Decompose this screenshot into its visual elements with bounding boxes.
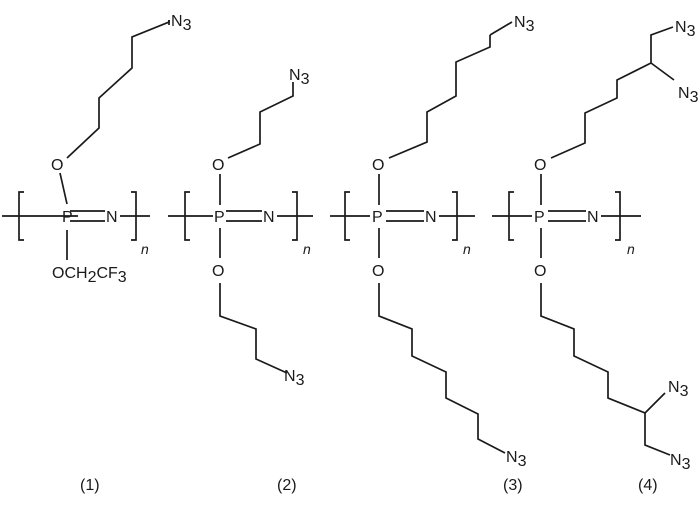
- repeat-bracket-left: [184, 191, 190, 241]
- repeat-bracket-left: [344, 191, 350, 241]
- trifluoroethoxy-group: OCH2CF3: [52, 265, 127, 286]
- compound-3: P N n O N3 O N3: [330, 14, 535, 470]
- azide-group-lower-branch: N3: [668, 379, 689, 400]
- oxygen-atom-lower: O: [212, 263, 224, 280]
- nitrogen-atom: N: [425, 209, 437, 226]
- p-o-bond: [59, 172, 68, 205]
- phosphorus-atom: P: [372, 209, 383, 226]
- hexyl-chain-lower: [378, 283, 506, 454]
- azide-group-lower: N3: [506, 449, 527, 470]
- azide-bond-upper: [489, 21, 513, 36]
- phosphorus-atom: P: [214, 209, 225, 226]
- repeat-bracket-left: [18, 191, 24, 241]
- compound-label-3: (3): [503, 477, 523, 494]
- phosphorus-atom: P: [534, 209, 545, 226]
- diazide-chain-upper: [550, 26, 674, 159]
- nitrogen-atom: N: [587, 209, 599, 226]
- diazide-chain-lower: [540, 283, 671, 456]
- compound-4: P N n O N3 N3 O N3 N3: [492, 19, 699, 473]
- compound-label-4: (4): [638, 477, 658, 494]
- azide-group-upper-branch: N3: [678, 85, 699, 106]
- repeat-bracket-right: [615, 191, 621, 241]
- compound-1: P N n O N3 OCH2CF3: [2, 13, 192, 286]
- repeat-index: n: [303, 241, 311, 257]
- oxygen-atom-upper: O: [372, 157, 384, 174]
- oxygen-atom-upper: O: [212, 157, 224, 174]
- propyl-chain-lower: [219, 283, 288, 374]
- compound-label-1: (1): [80, 477, 100, 494]
- compound-labels: (1) (2) (3) (4): [80, 477, 658, 494]
- nitrogen-atom: N: [263, 209, 275, 226]
- nitrogen-atom: N: [106, 209, 118, 226]
- oxygen-atom-lower: O: [372, 263, 384, 280]
- propyl-chain-upper: [227, 82, 294, 159]
- hexyl-chain-upper: [388, 35, 491, 159]
- azide-group-upper: N3: [289, 67, 310, 88]
- azide-group-upper-terminal: N3: [675, 19, 696, 40]
- azide-group-lower: N3: [284, 368, 305, 389]
- repeat-index: n: [463, 241, 471, 257]
- repeat-bracket-right: [131, 191, 137, 241]
- oxygen-atom-lower: O: [534, 263, 546, 280]
- oxygen-atom: O: [51, 157, 63, 174]
- repeat-bracket-right: [452, 191, 458, 241]
- repeat-bracket-left: [508, 191, 514, 241]
- compound-2: P N n O N3 O N3: [168, 67, 313, 389]
- branch-bond-upper: [650, 62, 675, 81]
- oxygen-atom-upper: O: [534, 157, 546, 174]
- azide-group-upper: N3: [514, 14, 535, 35]
- branch-bond-lower: [644, 392, 666, 414]
- azide-group-lower-terminal: N3: [670, 452, 691, 473]
- repeat-bracket-right: [292, 191, 298, 241]
- compound-label-2: (2): [277, 477, 297, 494]
- repeat-index: n: [627, 241, 635, 257]
- azide-group: N3: [171, 13, 192, 34]
- phosphorus-atom: P: [62, 209, 73, 226]
- hexyl-chain: [66, 20, 170, 159]
- repeat-index: n: [141, 241, 149, 257]
